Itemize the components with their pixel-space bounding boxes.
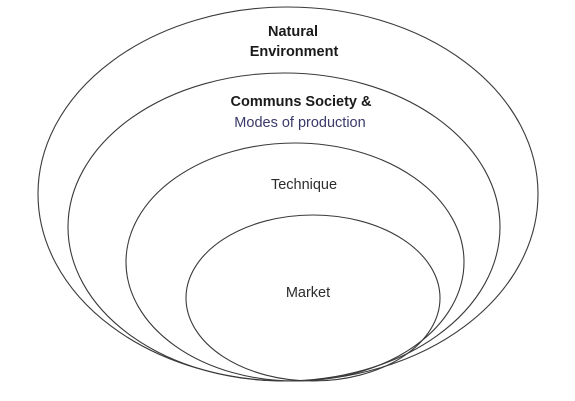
label-market: Market [286, 285, 330, 301]
label-technique: Technique [271, 177, 337, 193]
ring-market [185, 214, 441, 382]
label-natural-line2: Environment [250, 44, 339, 60]
label-communs-line1: Communs Society & [231, 94, 373, 110]
label-communs-line2: Modes of production [234, 115, 365, 131]
ring-technique [125, 142, 465, 382]
label-natural-line1: Natural [268, 24, 318, 40]
ring-natural-environment [37, 6, 539, 382]
